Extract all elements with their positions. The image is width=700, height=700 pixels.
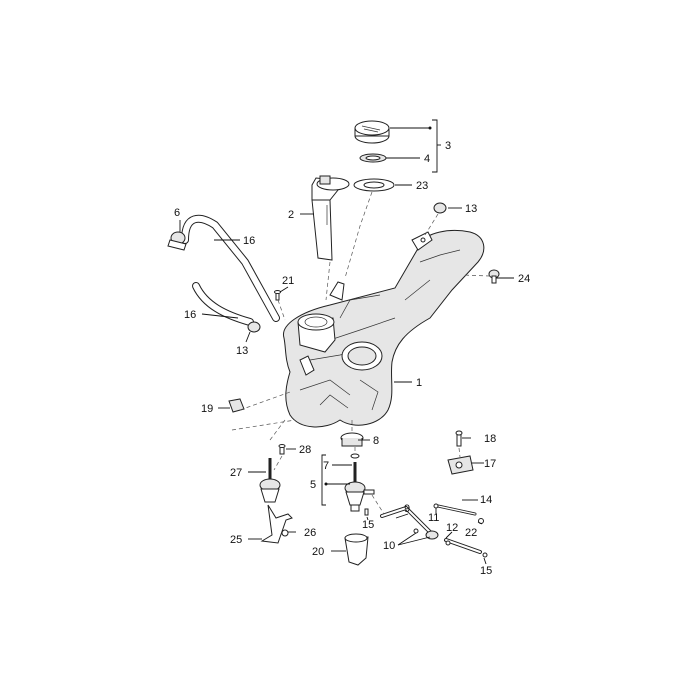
callout-15-left: 15: [362, 519, 374, 531]
callout-8: 8: [373, 435, 379, 447]
bolt: [455, 430, 463, 447]
washer: [350, 453, 360, 459]
callout-9: 9: [404, 503, 410, 515]
callout-27: 27: [230, 467, 242, 479]
callout-1: 1: [416, 377, 422, 389]
callout-3: 3: [445, 140, 451, 152]
callout-labels: 3 4 23 2 13 6 16 21 24 16 13 1 19 8 18 2…: [174, 140, 530, 577]
callout-23: 23: [416, 180, 428, 192]
hose-clamp-upper: [433, 202, 447, 214]
leader-lines: [179, 119, 514, 565]
spring-nut: [228, 398, 245, 413]
screw-bolt: [278, 444, 286, 455]
callout-20: 20: [312, 546, 324, 558]
callout-21: 21: [282, 275, 294, 287]
callout-17: 17: [484, 458, 496, 470]
screw: [274, 290, 281, 301]
callout-25: 25: [230, 534, 242, 546]
callout-22: 22: [465, 527, 477, 539]
fuel-tap-left: [259, 458, 281, 503]
callout-13-upper: 13: [465, 203, 477, 215]
clamp: [340, 432, 364, 447]
holder: [344, 533, 369, 566]
cap-gasket: [359, 153, 387, 163]
callout-15-right: 15: [480, 565, 492, 577]
screw-side: [488, 269, 500, 284]
fuel-hose: [380, 505, 436, 538]
callout-14: 14: [480, 494, 492, 506]
callout-10: 10: [383, 540, 395, 552]
callout-16-upper: 16: [243, 235, 255, 247]
callout-19: 19: [201, 403, 213, 415]
small-pin: [364, 508, 369, 516]
callout-28: 28: [299, 444, 311, 456]
callout-6: 6: [174, 207, 180, 219]
callout-5: 5: [310, 479, 316, 491]
callout-18: 18: [484, 433, 496, 445]
callout-26: 26: [304, 527, 316, 539]
assembly-lines: [231, 191, 491, 515]
hose-clamp-lower: [247, 321, 261, 333]
fuel-hose-outlet: [444, 538, 482, 554]
nut: [281, 529, 289, 537]
callout-16-lower: 16: [184, 309, 196, 321]
callout-12: 12: [446, 522, 458, 534]
breather-hose-upper: [181, 214, 280, 322]
breather-hose-lower: [192, 282, 254, 326]
bracket: [260, 504, 293, 544]
rubber-clamp: [447, 455, 474, 475]
fuel-tank: [283, 230, 485, 428]
fuel-tap: [344, 462, 375, 512]
callout-7: 7: [323, 460, 329, 472]
hose-clip: [167, 231, 187, 251]
callout-24: 24: [518, 273, 530, 285]
callout-2: 2: [288, 209, 294, 221]
callout-13-lower: 13: [236, 345, 248, 357]
fuel-cap: [354, 120, 390, 144]
callout-11: 11: [428, 512, 439, 524]
callout-4: 4: [424, 153, 430, 165]
seal-ring: [353, 178, 395, 192]
vacuum-hose: [436, 504, 477, 516]
fuel-level-sender: [311, 175, 350, 261]
